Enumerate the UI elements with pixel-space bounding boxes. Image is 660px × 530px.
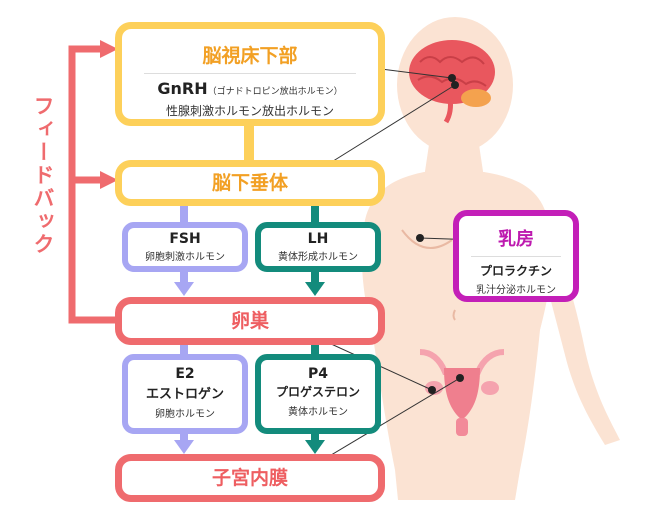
- uterus-icon: [419, 349, 505, 436]
- p4-box: P4 プロゲステロン 黄体ホルモン: [255, 354, 381, 434]
- fsh-name: FSH: [169, 231, 201, 247]
- breast-title: 乳房: [498, 229, 534, 250]
- fsh-box: FSH 卵胞刺激ホルモン: [122, 222, 248, 272]
- feedback-arrowhead-hypothalamus: [100, 40, 118, 58]
- e2-name2: エストロゲン: [145, 387, 224, 402]
- navel: [452, 309, 456, 321]
- breast-outline: [401, 229, 453, 249]
- feedback-arrowhead-pituitary: [100, 171, 118, 189]
- ovary-title: 卵巣: [230, 310, 269, 332]
- prolactin-desc: 乳汁分泌ホルモン: [476, 285, 556, 296]
- hypothalamus-title: 脳視床下部: [202, 45, 298, 67]
- uterus-box: 子宮内膜: [115, 454, 385, 502]
- flow-connectors: [174, 124, 325, 454]
- p4-name: P4: [307, 366, 328, 382]
- gnrh-name: GnRH: [157, 79, 208, 98]
- uterus-title: 子宮内膜: [211, 467, 288, 489]
- ovary-box: 卵巣: [115, 297, 385, 345]
- hypothalamus-divider: [144, 73, 356, 74]
- p4-name2: プロゲステロン: [275, 385, 360, 399]
- e2-box: E2 エストロゲン 卵胞ホルモン: [122, 354, 248, 434]
- gnrh-line: GnRH（ゴナドトロピン放出ホルモン）: [122, 79, 378, 98]
- pituitary-box: 脳下垂体: [115, 160, 385, 206]
- brain-icon: [409, 40, 495, 124]
- fsh-desc: 卵胞刺激ホルモン: [145, 252, 225, 263]
- feedback-label: フィードバック: [31, 95, 55, 256]
- lh-desc: 黄体形成ホルモン: [278, 252, 358, 263]
- e2-name: E2: [175, 366, 195, 382]
- hypothalamus-box: 脳視床下部 GnRH（ゴナドトロピン放出ホルモン） 性腺刺激ホルモン放出ホルモン: [115, 22, 385, 126]
- p4-desc: 黄体ホルモン: [288, 407, 348, 418]
- gnrh-note: （ゴナドトロピン放出ホルモン）: [207, 87, 343, 97]
- prolactin-name: プロラクチン: [479, 264, 552, 278]
- breast-box: 乳房 プロラクチン 乳汁分泌ホルモン: [453, 210, 579, 302]
- feedback-arrows: [68, 45, 118, 324]
- breast-divider: [471, 256, 561, 257]
- lh-box: LH 黄体形成ホルモン: [255, 222, 381, 272]
- lh-name: LH: [307, 231, 329, 247]
- pituitary-title: 脳下垂体: [211, 172, 288, 194]
- gnrh-desc: 性腺刺激ホルモン放出ホルモン: [165, 104, 334, 118]
- pointer-dots: [416, 74, 464, 394]
- e2-desc: 卵胞ホルモン: [155, 409, 215, 420]
